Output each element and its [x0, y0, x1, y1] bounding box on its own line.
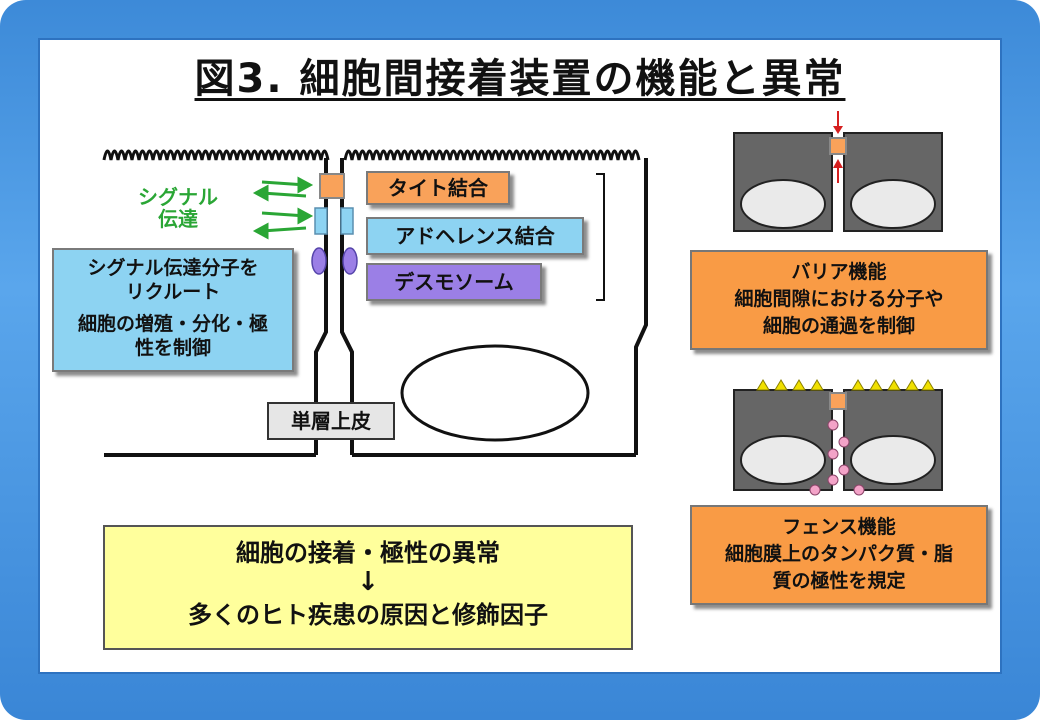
signal-label-line2: 伝達	[158, 207, 198, 231]
summary-arrow-icon: ↓	[357, 567, 379, 597]
desmosome-text: デスモソーム	[394, 270, 514, 294]
summary-line2: 多くのヒト疾患の原因と修飾因子	[188, 601, 548, 629]
epithelium-text: 単層上皮	[291, 409, 371, 433]
recruit-box: シグナル伝達分子を リクルート 細胞の増殖・分化・極 性を制御	[52, 248, 294, 372]
signal-label-line1: シグナル	[138, 185, 218, 209]
fence-box: フェンス機能 細胞膜上のタンパク質・脂 質の極性を規定	[690, 505, 988, 605]
microvilli-left	[102, 149, 330, 161]
desmosome-marker-left	[311, 247, 327, 275]
adherens-junction-label: アドヘレンス結合	[366, 217, 584, 255]
recruit-line3: 細胞の増殖・分化・極	[77, 313, 268, 335]
recruit-line4: 性を制御	[134, 337, 211, 359]
fence-line1: 細胞膜上のタンパク質・脂	[724, 543, 953, 565]
summary-box: 細胞の接着・極性の異常 ↓ 多くのヒト疾患の原因と修飾因子	[103, 525, 633, 650]
barrier-figure	[733, 111, 943, 232]
junction-bracket	[596, 173, 605, 301]
desmosome-marker-right	[342, 247, 358, 275]
barrier-line2: 細胞の通過を制御	[762, 315, 915, 337]
fence-title: フェンス機能	[782, 516, 896, 538]
adherens-junction-text: アドヘレンス結合	[395, 224, 555, 248]
nucleus	[400, 344, 590, 442]
slide-title: 図3. 細胞間接着装置の機能と異常	[194, 56, 846, 102]
fence-line2: 質の極性を規定	[772, 570, 906, 592]
right-cell-wall	[634, 158, 648, 455]
epithelium-label: 単層上皮	[267, 402, 395, 440]
tight-junction-marker	[319, 173, 345, 199]
adherens-marker-left	[314, 207, 328, 235]
recruit-line1: シグナル伝達分子を	[87, 257, 259, 279]
barrier-box: バリア機能 細胞間隙における分子や 細胞の通過を制御	[690, 250, 988, 350]
tight-junction-label: タイト結合	[366, 171, 510, 205]
microvilli-right	[343, 149, 641, 161]
recruit-line2: リクルート	[125, 281, 221, 303]
summary-line1: 細胞の接着・極性の異常	[236, 539, 500, 567]
signal-arrows	[252, 176, 314, 240]
tight-junction-text: タイト結合	[388, 176, 488, 200]
barrier-title: バリア機能	[791, 261, 887, 283]
fence-figure	[733, 379, 943, 496]
barrier-line1: 細胞間隙における分子や	[734, 288, 944, 310]
adherens-marker-right	[340, 207, 354, 235]
desmosome-label: デスモソーム	[366, 263, 542, 301]
signal-label: シグナル 伝達	[118, 186, 238, 230]
